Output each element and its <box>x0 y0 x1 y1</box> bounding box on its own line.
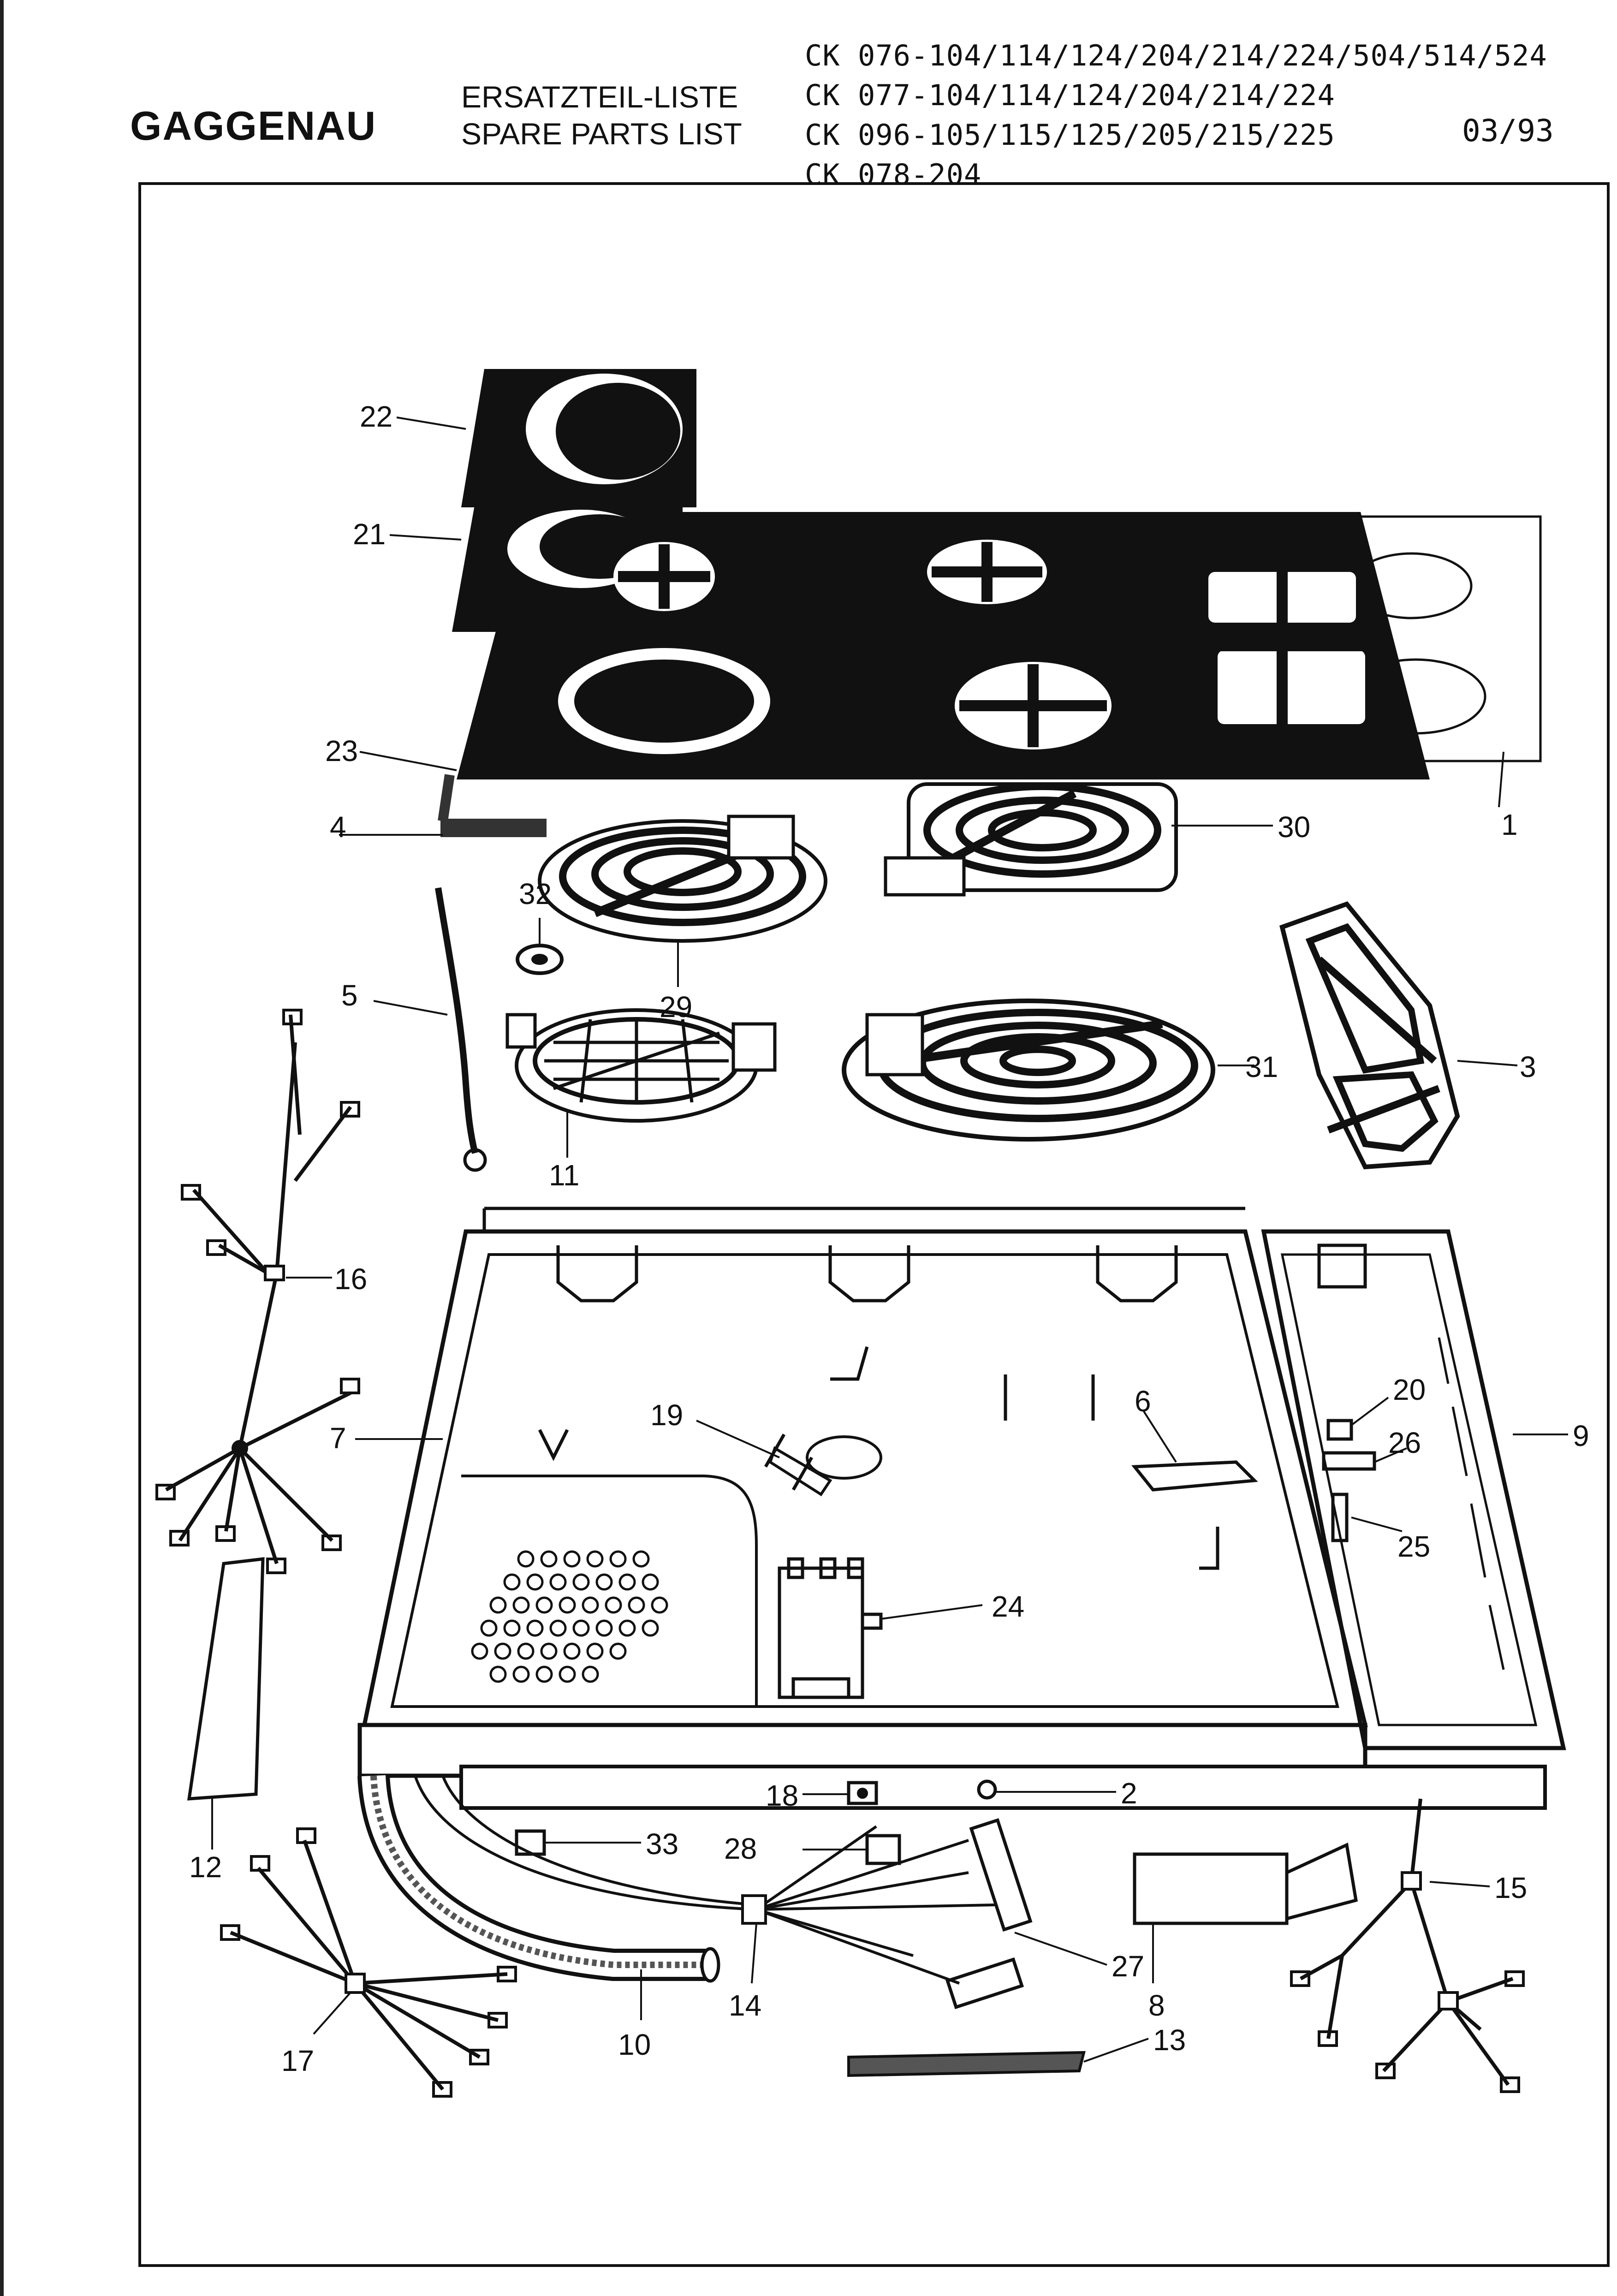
callout-label: 26 <box>1388 1426 1421 1459</box>
rail-4 <box>440 819 547 837</box>
seal-13 <box>847 2051 1086 2077</box>
callout-label: 29 <box>660 990 692 1023</box>
callout-label: 2 <box>1121 1777 1137 1810</box>
cable-harness-17 <box>220 1827 517 2098</box>
callout-label: 31 <box>1245 1050 1278 1083</box>
callout-label: 6 <box>1135 1385 1151 1418</box>
cable-loom-14 <box>414 1775 997 1985</box>
document-date: 03/93 <box>1462 113 1554 149</box>
callout-label: 1 <box>1501 808 1518 841</box>
callout-label: 10 <box>618 2028 651 2061</box>
callout-label: 19 <box>650 1398 683 1432</box>
title-english: SPARE PARTS LIST <box>461 117 742 151</box>
clip-6 <box>1131 1460 1258 1492</box>
heating-element-31 <box>842 999 1215 1142</box>
callout-label: 8 <box>1148 1989 1165 2022</box>
callout-label: 20 <box>1393 1373 1426 1406</box>
callout-label: 33 <box>646 1827 678 1861</box>
callout-label: 9 <box>1573 1419 1589 1452</box>
title-german: ERSATZTEIL-LISTE <box>461 80 738 114</box>
callout-label: 12 <box>189 1850 222 1884</box>
bracket-19 <box>768 1435 882 1497</box>
model-line: CK 096-105/115/125/205/215/225 <box>805 118 1335 152</box>
side-housing-9 <box>1261 1229 1566 1750</box>
model-line: CK 077-104/114/124/204/214/224 <box>805 78 1335 112</box>
callout-label: 27 <box>1112 1950 1144 1983</box>
callout-label: 32 <box>519 877 552 910</box>
bracket-26 <box>1322 1451 1376 1471</box>
callout-label: 21 <box>353 517 386 551</box>
model-line: CK 078-204 <box>805 158 982 191</box>
diagram-frame <box>138 182 1610 2267</box>
bolt-25 <box>1331 1493 1349 1542</box>
callout-label: 30 <box>1278 810 1310 844</box>
plug-28 <box>865 1834 901 1865</box>
clip-20 <box>1326 1419 1353 1441</box>
model-list: CK 076-104/114/124/204/214/224/504/514/5… <box>805 36 1547 195</box>
callout-label: 16 <box>334 1262 367 1296</box>
nut-2 <box>977 1779 997 1800</box>
heating-element-3 <box>1279 901 1460 1170</box>
cover-8 <box>1133 1842 1358 1925</box>
callout-label: 5 <box>341 979 358 1012</box>
grommet-32 <box>516 944 564 975</box>
callout-label: 15 <box>1494 1871 1527 1904</box>
front-rail <box>459 1765 1547 1810</box>
terminal-blocks-27 <box>945 1818 1033 2010</box>
callout-label: 17 <box>281 2044 314 2077</box>
model-line: CK 076-104/114/124/204/214/224/504/514/5… <box>805 39 1547 72</box>
brand-logo: GAGGENAU <box>130 103 377 149</box>
insulation-block-12 <box>187 1557 265 1801</box>
earth-wire-5 <box>435 887 487 1172</box>
black-panel-23 <box>457 512 1430 779</box>
callout-label: 24 <box>992 1590 1024 1623</box>
callout-label: 23 <box>325 734 358 767</box>
callout-label: 22 <box>360 400 392 433</box>
cover-panel-22 <box>461 369 696 507</box>
cable-harness-15 <box>1290 1798 1525 2093</box>
washer-33 <box>515 1829 546 1856</box>
hose-10 <box>357 1775 720 1983</box>
heating-element-30 <box>884 782 1178 897</box>
page-edge-bar <box>0 0 4 2296</box>
callout-label: 3 <box>1520 1050 1536 1083</box>
callout-label: 4 <box>330 810 346 844</box>
screw-18 <box>847 1781 878 1805</box>
callout-label: 18 <box>766 1779 798 1812</box>
callout-label: 13 <box>1153 2023 1186 2057</box>
callout-label: 25 <box>1397 1530 1430 1563</box>
callout-labels: 1 2 3 4 5 6 7 8 9 10 11 12 13 14 15 16 1… <box>189 400 1589 2077</box>
leader-lines <box>211 416 1568 2063</box>
heating-element-11 <box>505 1008 777 1123</box>
callout-label: 28 <box>724 1832 757 1865</box>
heating-element-29 <box>538 815 827 943</box>
terminal-block-24 <box>778 1557 883 1699</box>
callout-label: 14 <box>729 1989 761 2022</box>
callout-label: 7 <box>330 1422 346 1455</box>
document-title: ERSATZTEIL-LISTE SPARE PARTS LIST <box>461 78 742 152</box>
cable-harness-16 <box>155 1009 360 1574</box>
callout-label: 11 <box>549 1159 579 1192</box>
